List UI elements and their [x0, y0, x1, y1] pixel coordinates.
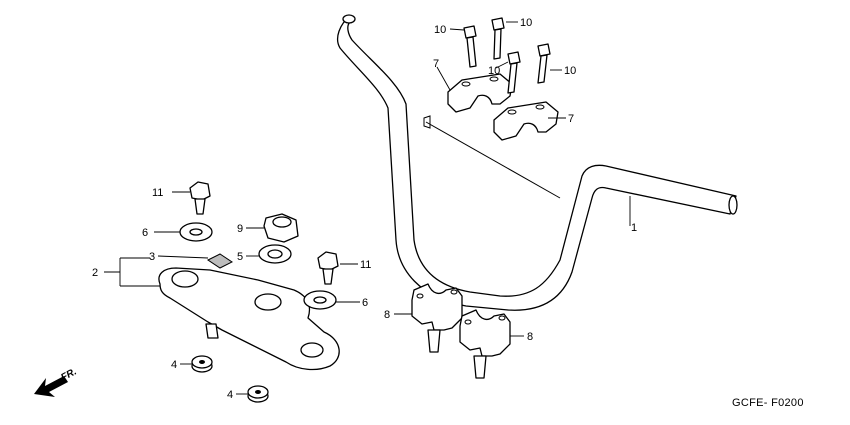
- nut-4-a: [191, 355, 213, 373]
- callout-4-lower: 4: [227, 389, 233, 401]
- lower-holder-right: [459, 309, 511, 379]
- handlebar: [336, 14, 738, 311]
- callout-10-d: 10: [564, 65, 576, 77]
- callout-10-c: 10: [488, 65, 500, 77]
- nut-4-b: [247, 385, 269, 403]
- callout-6-left: 6: [142, 227, 148, 239]
- front-direction-label: FR.: [59, 366, 78, 383]
- bolt-10-c: [507, 51, 521, 94]
- plate-3: [207, 253, 233, 269]
- callout-labels: 1 2 3 4 4 5 6 6 7 7 8 8 9 10 10 10 10 11…: [92, 17, 637, 401]
- callout-2: 2: [92, 267, 98, 279]
- callout-8-left: 8: [384, 309, 390, 321]
- callout-5: 5: [237, 251, 243, 263]
- diagram-code: GCFE- F0200: [732, 397, 804, 409]
- bolt-10-b: [491, 17, 505, 60]
- bolt-10-d: [537, 43, 551, 84]
- upper-holder-right: [493, 101, 559, 141]
- callout-10-a: 10: [434, 24, 446, 36]
- callout-4-upper: 4: [171, 359, 177, 371]
- callout-7-upper: 7: [433, 58, 439, 70]
- bolt-11-b: [317, 251, 339, 285]
- callout-11-lower: 11: [360, 259, 371, 271]
- front-direction-indicator: FR.: [34, 366, 79, 397]
- callout-10-b: 10: [520, 17, 532, 29]
- leader-lines: [104, 21, 631, 395]
- callout-1: 1: [631, 222, 637, 234]
- washer-6-b: [303, 290, 337, 310]
- washer-5: [258, 244, 292, 264]
- bolt-11-a: [189, 181, 211, 215]
- lower-holder-left: [411, 283, 463, 353]
- upper-holder-left: [447, 73, 513, 113]
- callout-11-upper: 11: [152, 187, 163, 199]
- bolt-10-a: [463, 25, 477, 68]
- nut-9: [263, 213, 299, 243]
- callout-3: 3: [149, 251, 155, 263]
- front-arrow-icon: [34, 376, 68, 397]
- callout-8-right: 8: [527, 331, 533, 343]
- callout-9: 9: [237, 223, 243, 235]
- washer-6-a: [179, 222, 213, 242]
- callout-7-lower: 7: [568, 113, 574, 125]
- top-bridge: [158, 267, 340, 371]
- callout-6-right: 6: [362, 297, 368, 309]
